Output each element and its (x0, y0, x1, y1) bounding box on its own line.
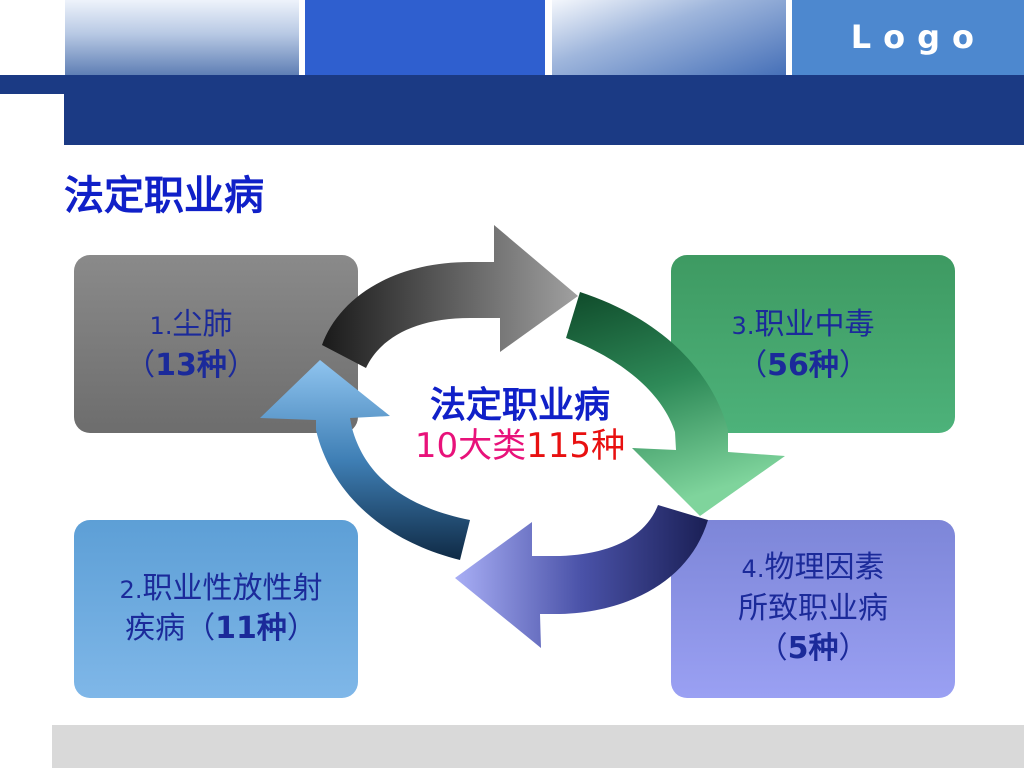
page-title: 法定职业病 (64, 173, 264, 219)
box-3-open: （ (737, 347, 768, 383)
center-count-b: 115 (526, 426, 592, 467)
category-box-radiation: 2.职业性放性射 疾病（11种） (74, 520, 358, 698)
box-3-close: ） (838, 347, 869, 383)
box-3-line-2: （56种） (737, 346, 889, 387)
center-label: 法定职业病 10大类115种 (370, 385, 670, 467)
box-2-name-line2: 疾病 (125, 611, 186, 646)
box-4-open: （ (757, 631, 788, 667)
box-2-line-2: 疾病（11种） (115, 609, 317, 650)
box-1-number: 1. (149, 312, 173, 340)
header-blue-block (305, 0, 545, 75)
box-2-unit: 种 (256, 611, 287, 646)
box-1-unit: 种 (196, 347, 227, 383)
header-main-bar (64, 94, 1024, 145)
box-3-line-1: 3.职业中毒 (732, 305, 895, 346)
center-subtitle: 10大类115种 (370, 426, 670, 467)
box-4-line-2: 所致职业病 (738, 589, 888, 630)
box-4-unit: 种 (808, 631, 839, 667)
category-box-physical-factors: 4.物理因素 所致职业病 （5种） (671, 520, 955, 698)
header-banner: Logo (0, 0, 1024, 145)
arrow-left-blue (260, 360, 470, 560)
box-3-number: 3. (731, 312, 755, 340)
box-3-name: 职业中毒 (754, 307, 875, 342)
box-3-count: 56 (767, 347, 809, 383)
header-logo-block: Logo (792, 0, 1024, 75)
box-2-name-line1: 职业性放性射 (142, 570, 323, 606)
box-2-line-1: 2.职业性放性射 (110, 569, 323, 610)
box-1-line-2: （13种） (125, 346, 307, 387)
box-2-open: （ (185, 611, 216, 646)
center-count-a: 10 (414, 426, 459, 467)
category-box-poisoning: 3.职业中毒 （56种） (671, 255, 955, 433)
box-4-number: 4. (741, 555, 765, 584)
box-1-line-1: 1.尘肺 (150, 305, 283, 346)
footer-bar (52, 725, 1024, 768)
center-kind-word: 种 (591, 426, 626, 467)
box-3-unit: 种 (808, 347, 839, 383)
box-1-name: 尘肺 (172, 307, 233, 342)
header-nav-bar (0, 75, 1024, 94)
box-1-count: 13 (155, 347, 197, 383)
arrow-right-green (566, 292, 785, 516)
center-category-word: 大类 (458, 426, 527, 467)
logo-text: Logo (850, 18, 986, 56)
box-1-open: （ (125, 347, 156, 383)
box-4-name-line1: 物理因素 (764, 550, 885, 586)
box-1-close: ） (226, 347, 257, 383)
header-photo-building (552, 0, 786, 75)
arrow-bottom-purple (455, 505, 708, 648)
box-4-close: ） (838, 631, 869, 667)
box-2-count: 11 (215, 611, 257, 646)
center-title: 法定职业病 (429, 385, 610, 426)
box-2-number: 2. (119, 575, 143, 604)
arrow-top-gray (322, 225, 578, 368)
header-photo-hands (65, 0, 299, 75)
box-4-line-3: （5种） (758, 629, 869, 670)
box-4-line-1: 4.物理因素 (742, 548, 885, 589)
box-4-count: 5 (787, 631, 809, 667)
category-box-pneumoconiosis: 1.尘肺 （13种） (74, 255, 358, 433)
box-2-close: ） (286, 611, 317, 646)
box-4-name-line2: 所致职业病 (738, 590, 888, 626)
